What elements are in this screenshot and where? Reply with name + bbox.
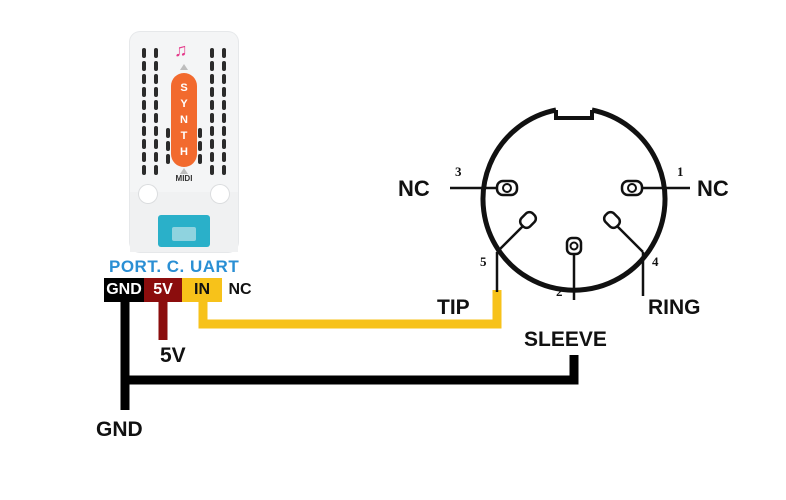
arrow-up-icon xyxy=(180,64,188,70)
ring-label: RING xyxy=(648,296,701,319)
pin-number-2: 2 xyxy=(556,284,563,299)
grill-slot xyxy=(154,61,158,71)
grill-slot xyxy=(210,100,214,110)
grill-slot xyxy=(154,87,158,97)
pin-nc-label: NC xyxy=(222,278,258,302)
grill-slot xyxy=(154,113,158,123)
grill-slot xyxy=(142,126,146,136)
grill-slot xyxy=(142,113,146,123)
grill-slot xyxy=(222,113,226,123)
grill-slot xyxy=(166,141,170,151)
port-title: PORT. C. UART xyxy=(109,257,240,276)
grill-slot xyxy=(210,48,214,58)
pin-5v-label: 5V xyxy=(144,278,182,302)
grill-slot xyxy=(154,74,158,84)
grill-slot xyxy=(222,48,226,58)
sleeve-label: SLEEVE xyxy=(524,328,607,351)
pin-number-3: 3 xyxy=(455,164,462,179)
synth-badge: S Y N T H xyxy=(171,73,197,167)
grove-connector xyxy=(158,215,210,247)
grill-slot xyxy=(222,165,226,175)
synth-module: ♫ S Y N T H MIDI xyxy=(130,32,238,252)
grill-slot xyxy=(154,48,158,58)
pin-gnd-label: GND xyxy=(104,278,144,302)
grill-slot xyxy=(154,139,158,149)
grill-slot xyxy=(210,87,214,97)
grill-slot xyxy=(222,61,226,71)
grill-slot xyxy=(222,152,226,162)
grill-slot xyxy=(142,139,146,149)
pin3-socket xyxy=(495,179,519,197)
grill-slot xyxy=(142,87,146,97)
synth-letter: N xyxy=(180,114,188,126)
grill-slot xyxy=(166,128,170,138)
grill-slot xyxy=(210,74,214,84)
sleeve-gnd-wire xyxy=(125,355,579,385)
nc-left-label: NC xyxy=(398,176,430,201)
nc-right-label: NC xyxy=(697,176,729,201)
gnd-label: GND xyxy=(96,418,143,441)
grill-slot xyxy=(210,152,214,162)
din-key-notch xyxy=(554,110,594,120)
pin-in-label: IN xyxy=(182,278,222,302)
grill-slot xyxy=(210,61,214,71)
grill-slot xyxy=(154,100,158,110)
arrow-up-icon xyxy=(180,168,188,174)
synth-letter: T xyxy=(180,130,188,142)
grill-slot xyxy=(142,165,146,175)
pin-number-1: 1 xyxy=(677,164,684,179)
mount-hole xyxy=(210,184,230,204)
tip-wire xyxy=(198,290,502,329)
synth-letter: Y xyxy=(180,98,188,110)
pin-number-4: 4 xyxy=(652,254,659,269)
grill-slot xyxy=(222,100,226,110)
synth-letter: H xyxy=(180,146,188,158)
grill-slot xyxy=(154,152,158,162)
grill-slot xyxy=(222,74,226,84)
pin-number-5: 5 xyxy=(480,254,487,269)
grill-slot xyxy=(142,152,146,162)
pin4-socket xyxy=(602,210,622,230)
pin1-socket xyxy=(620,179,644,197)
music-note-icon: ♫ xyxy=(174,40,188,60)
grill-slot xyxy=(198,141,202,151)
pin2-socket xyxy=(565,236,583,256)
tip-label: TIP xyxy=(437,296,470,319)
grill-slot xyxy=(222,139,226,149)
midi-label: MIDI xyxy=(175,174,193,183)
grill-slot xyxy=(142,48,146,58)
grill-slot xyxy=(210,113,214,123)
5v-label: 5V xyxy=(160,344,186,367)
grill-slot xyxy=(142,61,146,71)
grill-slot xyxy=(142,74,146,84)
grill-slot xyxy=(210,126,214,136)
grill-slot xyxy=(222,87,226,97)
grill-slot xyxy=(222,126,226,136)
grill-slot xyxy=(210,139,214,149)
pin5-socket xyxy=(518,210,538,230)
grill-slot xyxy=(166,154,170,164)
grill-slot xyxy=(210,165,214,175)
grill-slot xyxy=(198,128,202,138)
grill-slot xyxy=(198,154,202,164)
synth-letter: S xyxy=(180,82,188,94)
mount-hole xyxy=(138,184,158,204)
grill-slot xyxy=(154,126,158,136)
grill-slot xyxy=(154,165,158,175)
grill-slot xyxy=(142,100,146,110)
